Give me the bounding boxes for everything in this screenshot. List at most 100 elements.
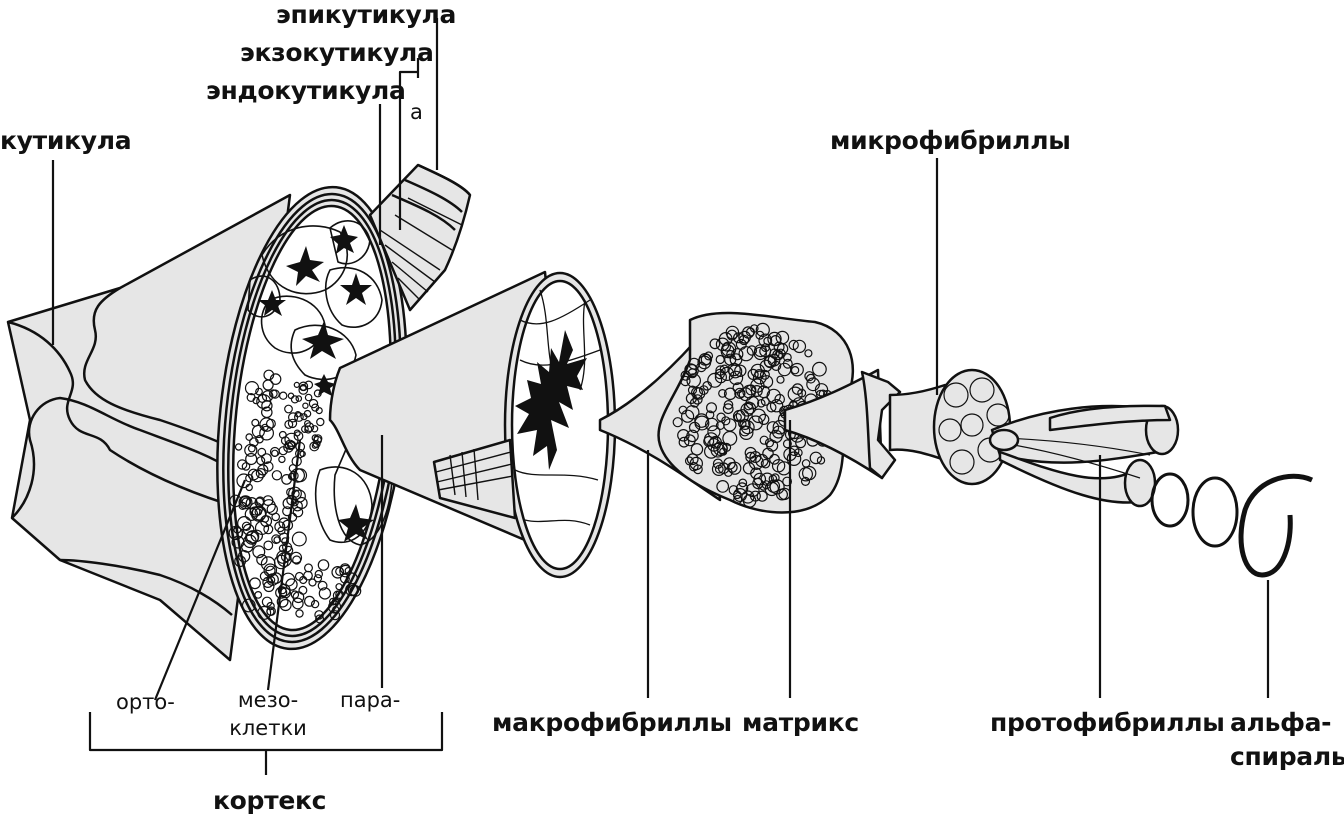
texture-cell: [685, 405, 700, 420]
texture-cell: [764, 438, 775, 448]
texture-cell: [266, 606, 276, 616]
texture-cell: [245, 433, 254, 441]
texture-cell: [738, 478, 748, 488]
texture-cell: [284, 404, 293, 414]
macrofibril-core-dark: [515, 330, 587, 470]
texture-cell: [281, 537, 290, 545]
texture-cell: [738, 346, 754, 362]
texture-cell: [734, 364, 747, 377]
cortex-cell-texture: [228, 369, 362, 624]
texture-cell: [728, 370, 744, 386]
texture-cell: [271, 534, 282, 545]
texture-cell: [233, 525, 242, 534]
texture-cell: [261, 596, 273, 608]
texture-cell: [335, 583, 343, 591]
texture-cell: [782, 476, 792, 487]
texture-cell: [293, 431, 304, 441]
texture-cell: [753, 344, 767, 358]
texture-cell: [702, 380, 712, 391]
texture-cell: [750, 363, 766, 379]
texture-cell: [241, 598, 256, 613]
macrofibril-crack: [514, 469, 599, 481]
texture-cell: [686, 429, 699, 443]
protofibril-line: [1004, 437, 1151, 456]
strip-line: [435, 451, 512, 473]
texture-cell: [313, 389, 322, 398]
label-macrofibrils: макрофибриллы: [492, 708, 732, 737]
texture-cell: [707, 425, 721, 439]
texture-cell: [249, 437, 259, 447]
texture-cell: [792, 339, 807, 354]
texture-cell: [293, 429, 301, 437]
texture-cell: [313, 434, 323, 444]
texture-cell: [718, 389, 727, 398]
cell-nucleus-star: [330, 225, 358, 254]
texture-cell: [255, 387, 263, 396]
texture-cell: [686, 373, 701, 388]
texture-cell: [259, 425, 275, 441]
texture-cell: [684, 363, 698, 377]
texture-cell: [299, 450, 306, 458]
texture-cell: [809, 451, 823, 465]
texture-cell: [339, 573, 350, 584]
texture-cell: [758, 413, 770, 425]
texture-cell: [278, 532, 290, 544]
texture-cell: [254, 591, 263, 599]
texture-cell: [315, 614, 325, 624]
texture-cell: [260, 406, 273, 419]
texture-cell: [680, 375, 691, 387]
texture-cell: [745, 451, 757, 463]
texture-cell: [347, 584, 360, 596]
texture-cell: [722, 430, 738, 446]
label-cells: клетки: [229, 716, 307, 740]
texture-cell: [726, 329, 738, 341]
texture-cell: [736, 389, 746, 398]
texture-cell: [760, 458, 771, 469]
texture-cell: [672, 417, 683, 428]
texture-cell: [247, 468, 260, 481]
texture-cell: [279, 598, 292, 612]
texture-cell: [739, 425, 751, 437]
label-a-mark: а: [410, 100, 423, 124]
texture-cell: [244, 531, 259, 545]
texture-cell: [261, 515, 270, 523]
texture-cell: [332, 605, 340, 614]
texture-cell: [314, 569, 323, 579]
texture-cell: [735, 409, 750, 423]
microfibril-unit: [960, 413, 984, 437]
texture-cell: [304, 420, 312, 428]
texture-cell: [335, 566, 345, 576]
texture-cell: [749, 451, 762, 464]
label-para: пара-: [340, 688, 401, 712]
protofibril-top: [1048, 404, 1172, 432]
texture-cell: [278, 446, 288, 456]
texture-cell: [735, 482, 749, 495]
texture-cell: [303, 570, 313, 581]
texture-cell: [770, 473, 780, 483]
cell-nucleus-star: [340, 273, 372, 305]
texture-cell: [245, 452, 258, 466]
texture-cell: [714, 371, 728, 384]
texture-cell: [709, 338, 721, 350]
label-cuticle: кутикула: [0, 126, 132, 155]
texture-cell: [717, 462, 730, 474]
texture-cell: [236, 473, 252, 489]
cell-nucleus-star: [258, 290, 286, 316]
texture-cell: [286, 441, 296, 450]
texture-cell: [771, 459, 786, 473]
alpha-helix-turn: [1238, 473, 1314, 578]
texture-cell: [234, 443, 243, 451]
texture-cell: [747, 368, 759, 380]
texture-cell: [762, 447, 774, 460]
texture-cell: [743, 401, 754, 411]
texture-cell: [290, 590, 300, 599]
texture-cell: [300, 413, 308, 421]
texture-cell: [766, 402, 777, 413]
texture-cell: [733, 494, 743, 505]
texture-cell: [776, 343, 789, 355]
microfibril-unit: [943, 382, 969, 408]
texture-cell: [278, 586, 287, 595]
texture-cell: [316, 417, 325, 427]
meso-leader: [266, 439, 302, 691]
texture-cell: [271, 512, 281, 522]
